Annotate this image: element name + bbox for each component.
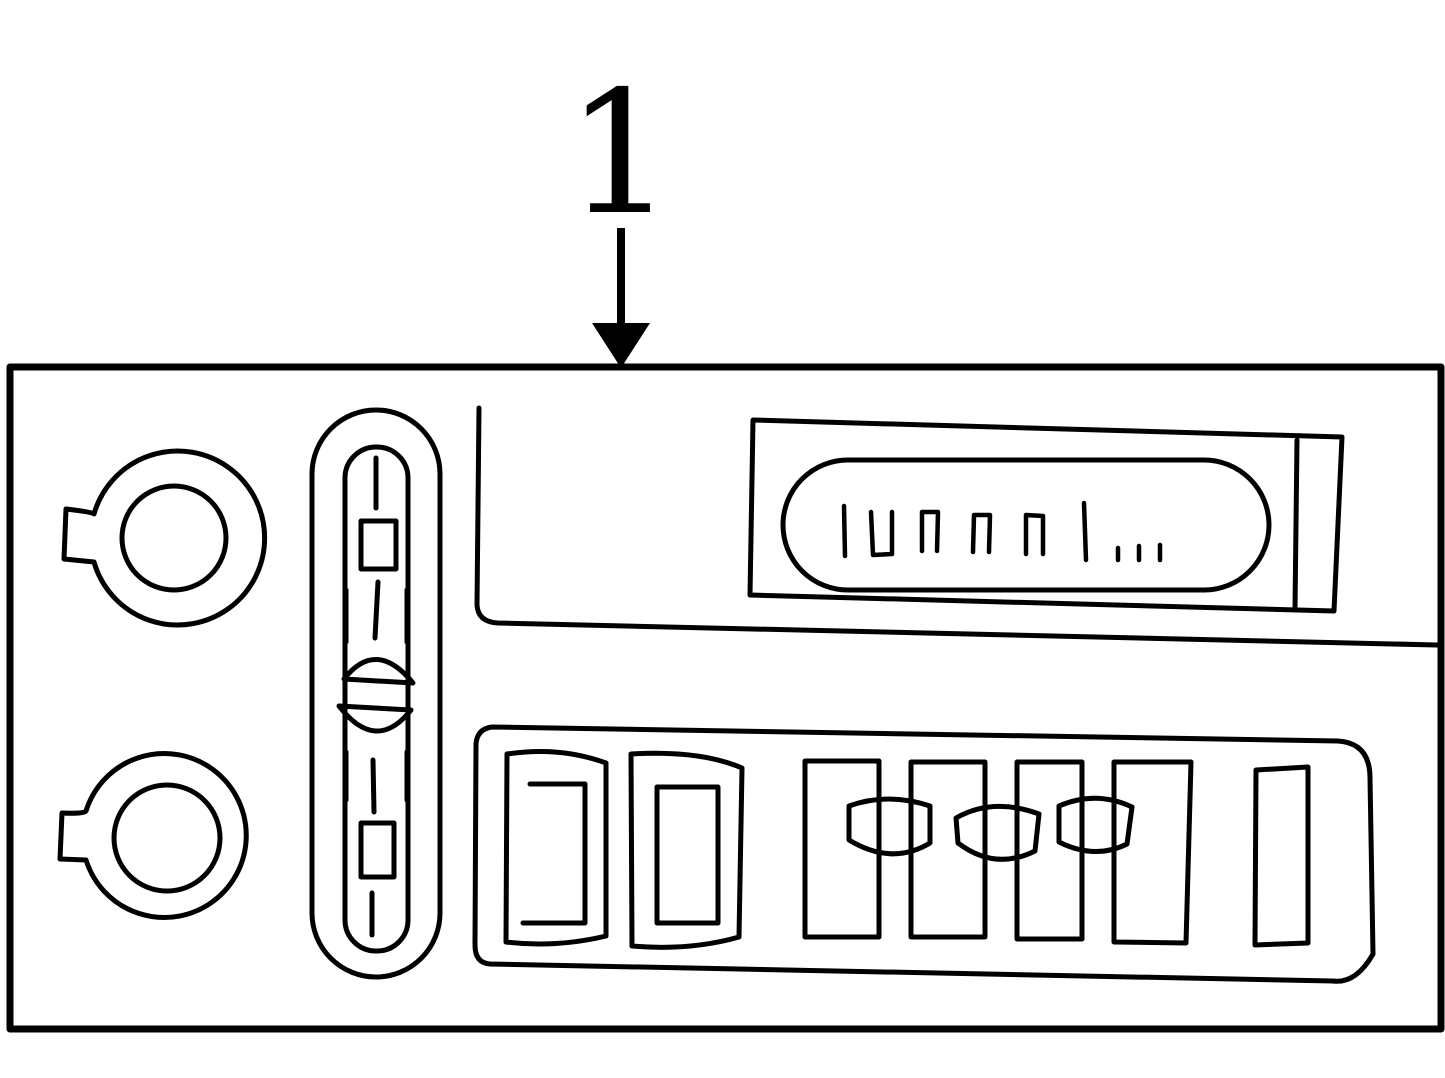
preset-button-panel — [472, 724, 1376, 984]
preset-button-2 — [628, 750, 745, 950]
frequency-display — [747, 417, 1345, 614]
preset-button-1 — [503, 748, 609, 947]
lower-knob — [57, 751, 249, 920]
preset-button-7 — [1252, 764, 1311, 948]
display-section-divider — [474, 405, 1440, 648]
callout-number: 1 — [566, 55, 674, 253]
radio-unit-frame — [6, 363, 1445, 1033]
button-bridge-loops — [846, 793, 1135, 865]
upper-knob — [61, 448, 268, 628]
display-segments — [841, 500, 1163, 563]
rocker-slider-panel — [309, 407, 443, 980]
callout-arrow — [592, 228, 650, 368]
preset-button-6 — [1111, 759, 1194, 946]
